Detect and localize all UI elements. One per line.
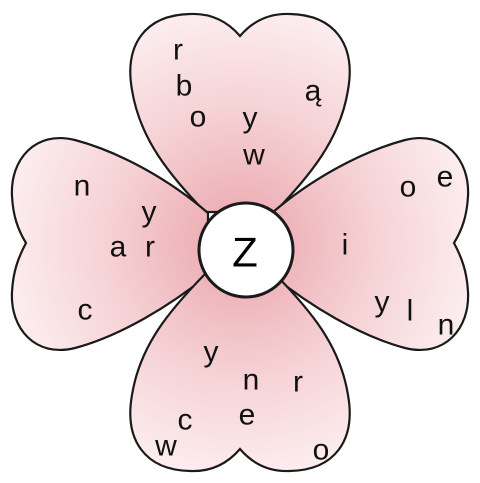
petal-right: o e i y l n xyxy=(270,137,470,351)
petal-top-letter[interactable]: o xyxy=(190,101,207,134)
petal-top-shape xyxy=(129,12,351,214)
petal-bottom: y n r c e w o xyxy=(129,272,351,473)
petal-bottom-letter[interactable]: w xyxy=(154,430,177,463)
petal-left: n y a r c xyxy=(10,137,210,351)
petal-right-letter[interactable]: y xyxy=(375,286,390,319)
petal-left-letter[interactable]: c xyxy=(78,294,93,327)
petal-top-letter[interactable]: w xyxy=(242,139,265,172)
petal-bottom-letter[interactable]: c xyxy=(178,404,193,437)
petal-right-letter[interactable]: i xyxy=(342,229,349,262)
petal-left-letter[interactable]: r xyxy=(145,231,155,264)
petal-bottom-letter[interactable]: r xyxy=(293,366,303,399)
petal-top-letter[interactable]: y xyxy=(243,102,258,135)
petal-left-letter[interactable]: n xyxy=(74,170,91,203)
center-disc[interactable]: Z xyxy=(197,201,295,299)
petal-bottom-letter[interactable]: o xyxy=(313,434,330,467)
petal-top: r b o y ą w xyxy=(129,12,351,214)
petal-right-letter[interactable]: o xyxy=(400,171,417,204)
petal-left-letter[interactable]: y xyxy=(142,196,157,229)
petal-bottom-shape xyxy=(129,272,351,473)
center-letter[interactable]: Z xyxy=(232,229,258,276)
petal-right-shape xyxy=(270,137,470,351)
center-circle[interactable] xyxy=(197,201,295,299)
petal-right-letter[interactable]: l xyxy=(407,295,414,328)
petal-top-letter[interactable]: b xyxy=(176,70,193,103)
petal-top-letter[interactable]: ą xyxy=(305,75,322,108)
petal-bottom-letter[interactable]: n xyxy=(243,364,260,397)
petal-left-shape xyxy=(10,137,210,351)
petal-bottom-letter[interactable]: y xyxy=(204,336,219,369)
petal-top-letter[interactable]: r xyxy=(173,34,183,67)
petal-bottom-letter[interactable]: e xyxy=(239,399,256,432)
petal-right-letter[interactable]: n xyxy=(438,309,455,342)
petal-right-letter[interactable]: e xyxy=(437,161,454,194)
petal-left-letter[interactable]: a xyxy=(110,231,127,264)
